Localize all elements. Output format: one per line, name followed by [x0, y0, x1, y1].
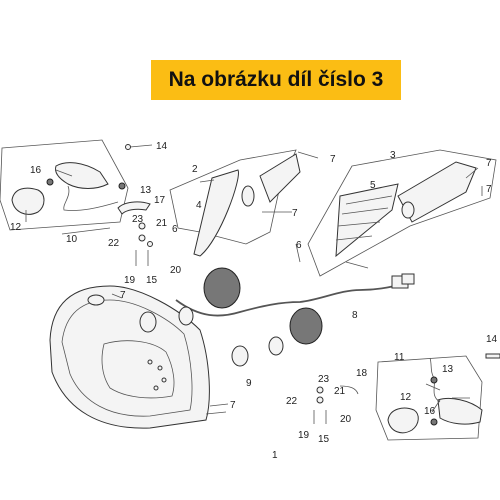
callout-20b: 20	[340, 414, 352, 425]
lamp-socket-right	[289, 307, 323, 345]
callout-4: 4	[196, 200, 202, 211]
callout-12a: 12	[10, 222, 22, 233]
banner-text: Na obrázku díl číslo 3	[168, 68, 384, 91]
callout-5: 5	[370, 180, 376, 191]
callout-labels: 1 2 3 4 5 6 6 7 7 7 7 7 7 8 9 10 11 12 1…	[10, 141, 498, 461]
callout-22a: 22	[108, 238, 120, 249]
callout-18: 18	[356, 368, 368, 379]
callout-7b: 7	[292, 208, 298, 219]
callout-14b: 14	[486, 334, 498, 345]
callout-21b: 21	[334, 386, 346, 397]
callout-22b: 22	[286, 396, 298, 407]
indicator-body-left	[55, 162, 109, 189]
part-number-banner: Na obrázku díl číslo 3	[151, 60, 401, 100]
callout-16b: 16	[424, 406, 436, 417]
callout-15b: 15	[318, 434, 330, 445]
callout-1: 1	[272, 450, 278, 461]
left-indicator-box	[0, 139, 129, 231]
lens-5	[335, 183, 399, 258]
lamp-socket-left	[203, 267, 241, 309]
indicator-lens-left	[11, 187, 45, 215]
headlight-trim-4	[193, 169, 239, 257]
callout-23a: 23	[132, 214, 144, 225]
callout-21a: 21	[156, 218, 168, 229]
callout-13a: 13	[140, 185, 152, 196]
callout-15a: 15	[146, 275, 158, 286]
callout-12b: 12	[400, 392, 412, 403]
wiring-harness	[175, 281, 411, 317]
callout-7a: 7	[330, 154, 336, 165]
indicator-lens-right	[387, 407, 419, 434]
callout-20a: 20	[170, 265, 182, 276]
callout-2: 2	[192, 164, 198, 175]
callout-19a: 19	[124, 275, 136, 286]
callout-14a: 14	[156, 141, 168, 152]
callout-9: 9	[246, 378, 252, 389]
callout-16a: 16	[30, 165, 42, 176]
callout-17: 17	[154, 195, 166, 206]
indicator-body-right	[437, 397, 483, 425]
bracket	[117, 201, 151, 215]
callout-11: 11	[394, 352, 405, 363]
callout-10: 10	[66, 234, 78, 245]
callout-7f: 7	[486, 158, 492, 169]
callout-8: 8	[352, 310, 358, 321]
headlight-cover-left	[169, 149, 297, 245]
callout-13b: 13	[442, 364, 454, 375]
callout-6a: 6	[172, 224, 178, 235]
callout-7e: 7	[230, 400, 236, 411]
callout-7c: 7	[486, 184, 492, 195]
callout-23b: 23	[318, 374, 330, 385]
headlight-panel-3	[307, 149, 497, 277]
callout-7d: 7	[120, 290, 126, 301]
callout-6b: 6	[296, 240, 302, 251]
right-indicator-box	[375, 355, 483, 441]
callout-3: 3	[390, 150, 396, 161]
callout-19b: 19	[298, 430, 310, 441]
